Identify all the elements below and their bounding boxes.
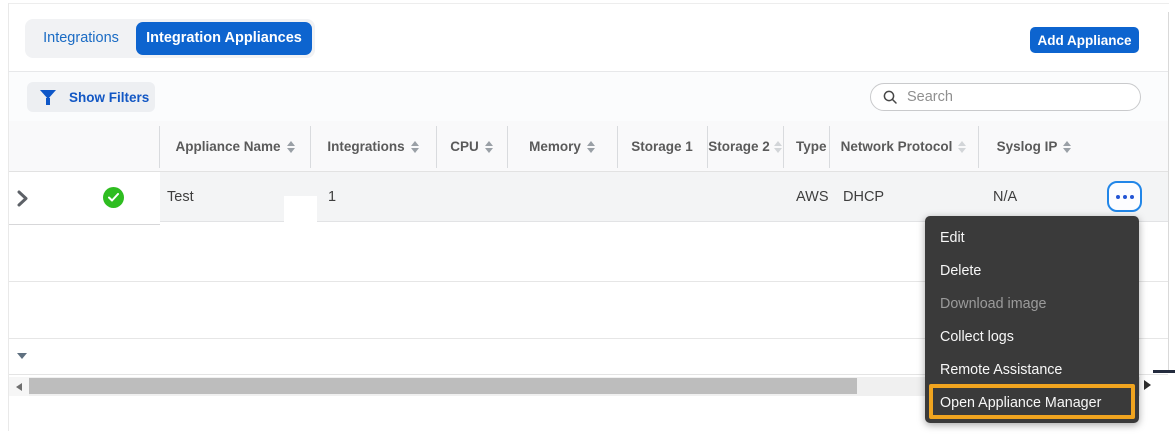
menu-item-edit[interactable]: Edit [940, 229, 965, 246]
column-header-syslog-ip[interactable]: Syslog IP [978, 121, 1090, 172]
column-divider [829, 126, 830, 168]
column-label: Memory [529, 139, 581, 154]
frame-right-border [1168, 12, 1169, 372]
column-label: Network Protocol [840, 139, 953, 154]
table-row[interactable] [9, 172, 1168, 222]
column-divider [617, 126, 618, 168]
arrow-left-icon [16, 382, 22, 391]
column-divider [707, 126, 708, 168]
row-separator [9, 338, 1168, 339]
frame-top-border [8, 3, 1169, 4]
caret-down-artifact [17, 353, 27, 359]
tab-integration-appliances[interactable]: Integration Appliances [136, 22, 312, 55]
column-header-storage-2[interactable]: Storage 2 [707, 121, 783, 172]
column-header-appliance-name[interactable]: Appliance Name [160, 121, 310, 172]
column-header-cpu[interactable]: CPU [436, 121, 507, 172]
chevron-right-icon [17, 190, 28, 207]
dark-line-artifact [1153, 370, 1175, 373]
table-header [9, 121, 1168, 172]
scrollbar-right-area [1140, 376, 1169, 397]
tab-integrations[interactable]: Integrations [43, 30, 119, 46]
frame-left-border [8, 3, 9, 431]
row-actions-menu-button[interactable] [1107, 181, 1142, 212]
cell-syslog-ip: N/A [993, 189, 1018, 205]
ellipsis-icon [1115, 194, 1120, 199]
scroll-left-button[interactable] [9, 377, 29, 396]
sort-icon[interactable] [484, 140, 493, 153]
section-divider [8, 71, 1168, 72]
column-label: CPU [450, 139, 479, 154]
pinned-columns [9, 172, 160, 225]
horizontal-scrollbar-thumb[interactable] [29, 378, 857, 394]
sort-icon[interactable] [773, 140, 782, 153]
column-label: Type [796, 139, 827, 154]
column-header-integrations[interactable]: Integrations [310, 121, 436, 172]
success-check-icon [103, 187, 124, 208]
row-separator [9, 281, 1168, 282]
show-filters-button[interactable]: Show Filters [27, 82, 155, 112]
tab-group: Integrations Integration Appliances [25, 19, 315, 58]
column-label: Storage 2 [708, 139, 770, 154]
row-context-menu: Edit Delete Download image Collect logs … [925, 216, 1139, 423]
table-bottom-border [9, 374, 1168, 375]
sort-icon[interactable] [958, 140, 967, 153]
column-header-storage-1[interactable]: Storage 1 [617, 121, 707, 172]
column-label: Appliance Name [175, 139, 281, 154]
pinned-edge-artifact [284, 196, 317, 222]
column-header-network-protocol[interactable]: Network Protocol [829, 121, 978, 172]
menu-item-open-appliance-manager[interactable]: Open Appliance Manager [940, 394, 1102, 411]
column-label: Integrations [327, 139, 405, 154]
filter-icon [40, 89, 56, 105]
sort-icon[interactable] [410, 140, 419, 153]
column-header-type[interactable]: Type [783, 121, 829, 172]
menu-item-remote-assistance[interactable]: Remote Assistance [940, 361, 1063, 378]
show-filters-label: Show Filters [69, 89, 150, 105]
column-header-memory[interactable]: Memory [507, 121, 617, 172]
menu-item-delete[interactable]: Delete [940, 262, 982, 279]
cell-network-protocol: DHCP [843, 189, 885, 205]
column-label: Syslog IP [996, 139, 1058, 154]
column-divider [783, 126, 784, 168]
cell-integrations: 1 [328, 189, 337, 205]
column-label: Storage 1 [631, 139, 693, 154]
scroll-right-button[interactable] [1144, 380, 1151, 390]
expand-row-button[interactable] [17, 190, 29, 212]
search-icon [883, 90, 897, 104]
column-divider [159, 126, 160, 168]
add-appliance-button[interactable]: Add Appliance [1030, 27, 1139, 53]
menu-item-download-image: Download image [940, 295, 1047, 312]
column-divider [978, 126, 979, 168]
column-divider [436, 126, 437, 168]
search-input[interactable] [907, 89, 1127, 105]
search-box[interactable] [870, 83, 1141, 111]
menu-item-collect-logs[interactable]: Collect logs [940, 328, 1014, 345]
column-divider [507, 126, 508, 168]
sort-icon[interactable] [1063, 140, 1072, 153]
sort-icon[interactable] [286, 140, 295, 153]
sort-icon[interactable] [586, 140, 595, 153]
cell-appliance-name: Test [167, 189, 194, 205]
column-divider [310, 126, 311, 168]
cell-type: AWS [796, 189, 829, 205]
